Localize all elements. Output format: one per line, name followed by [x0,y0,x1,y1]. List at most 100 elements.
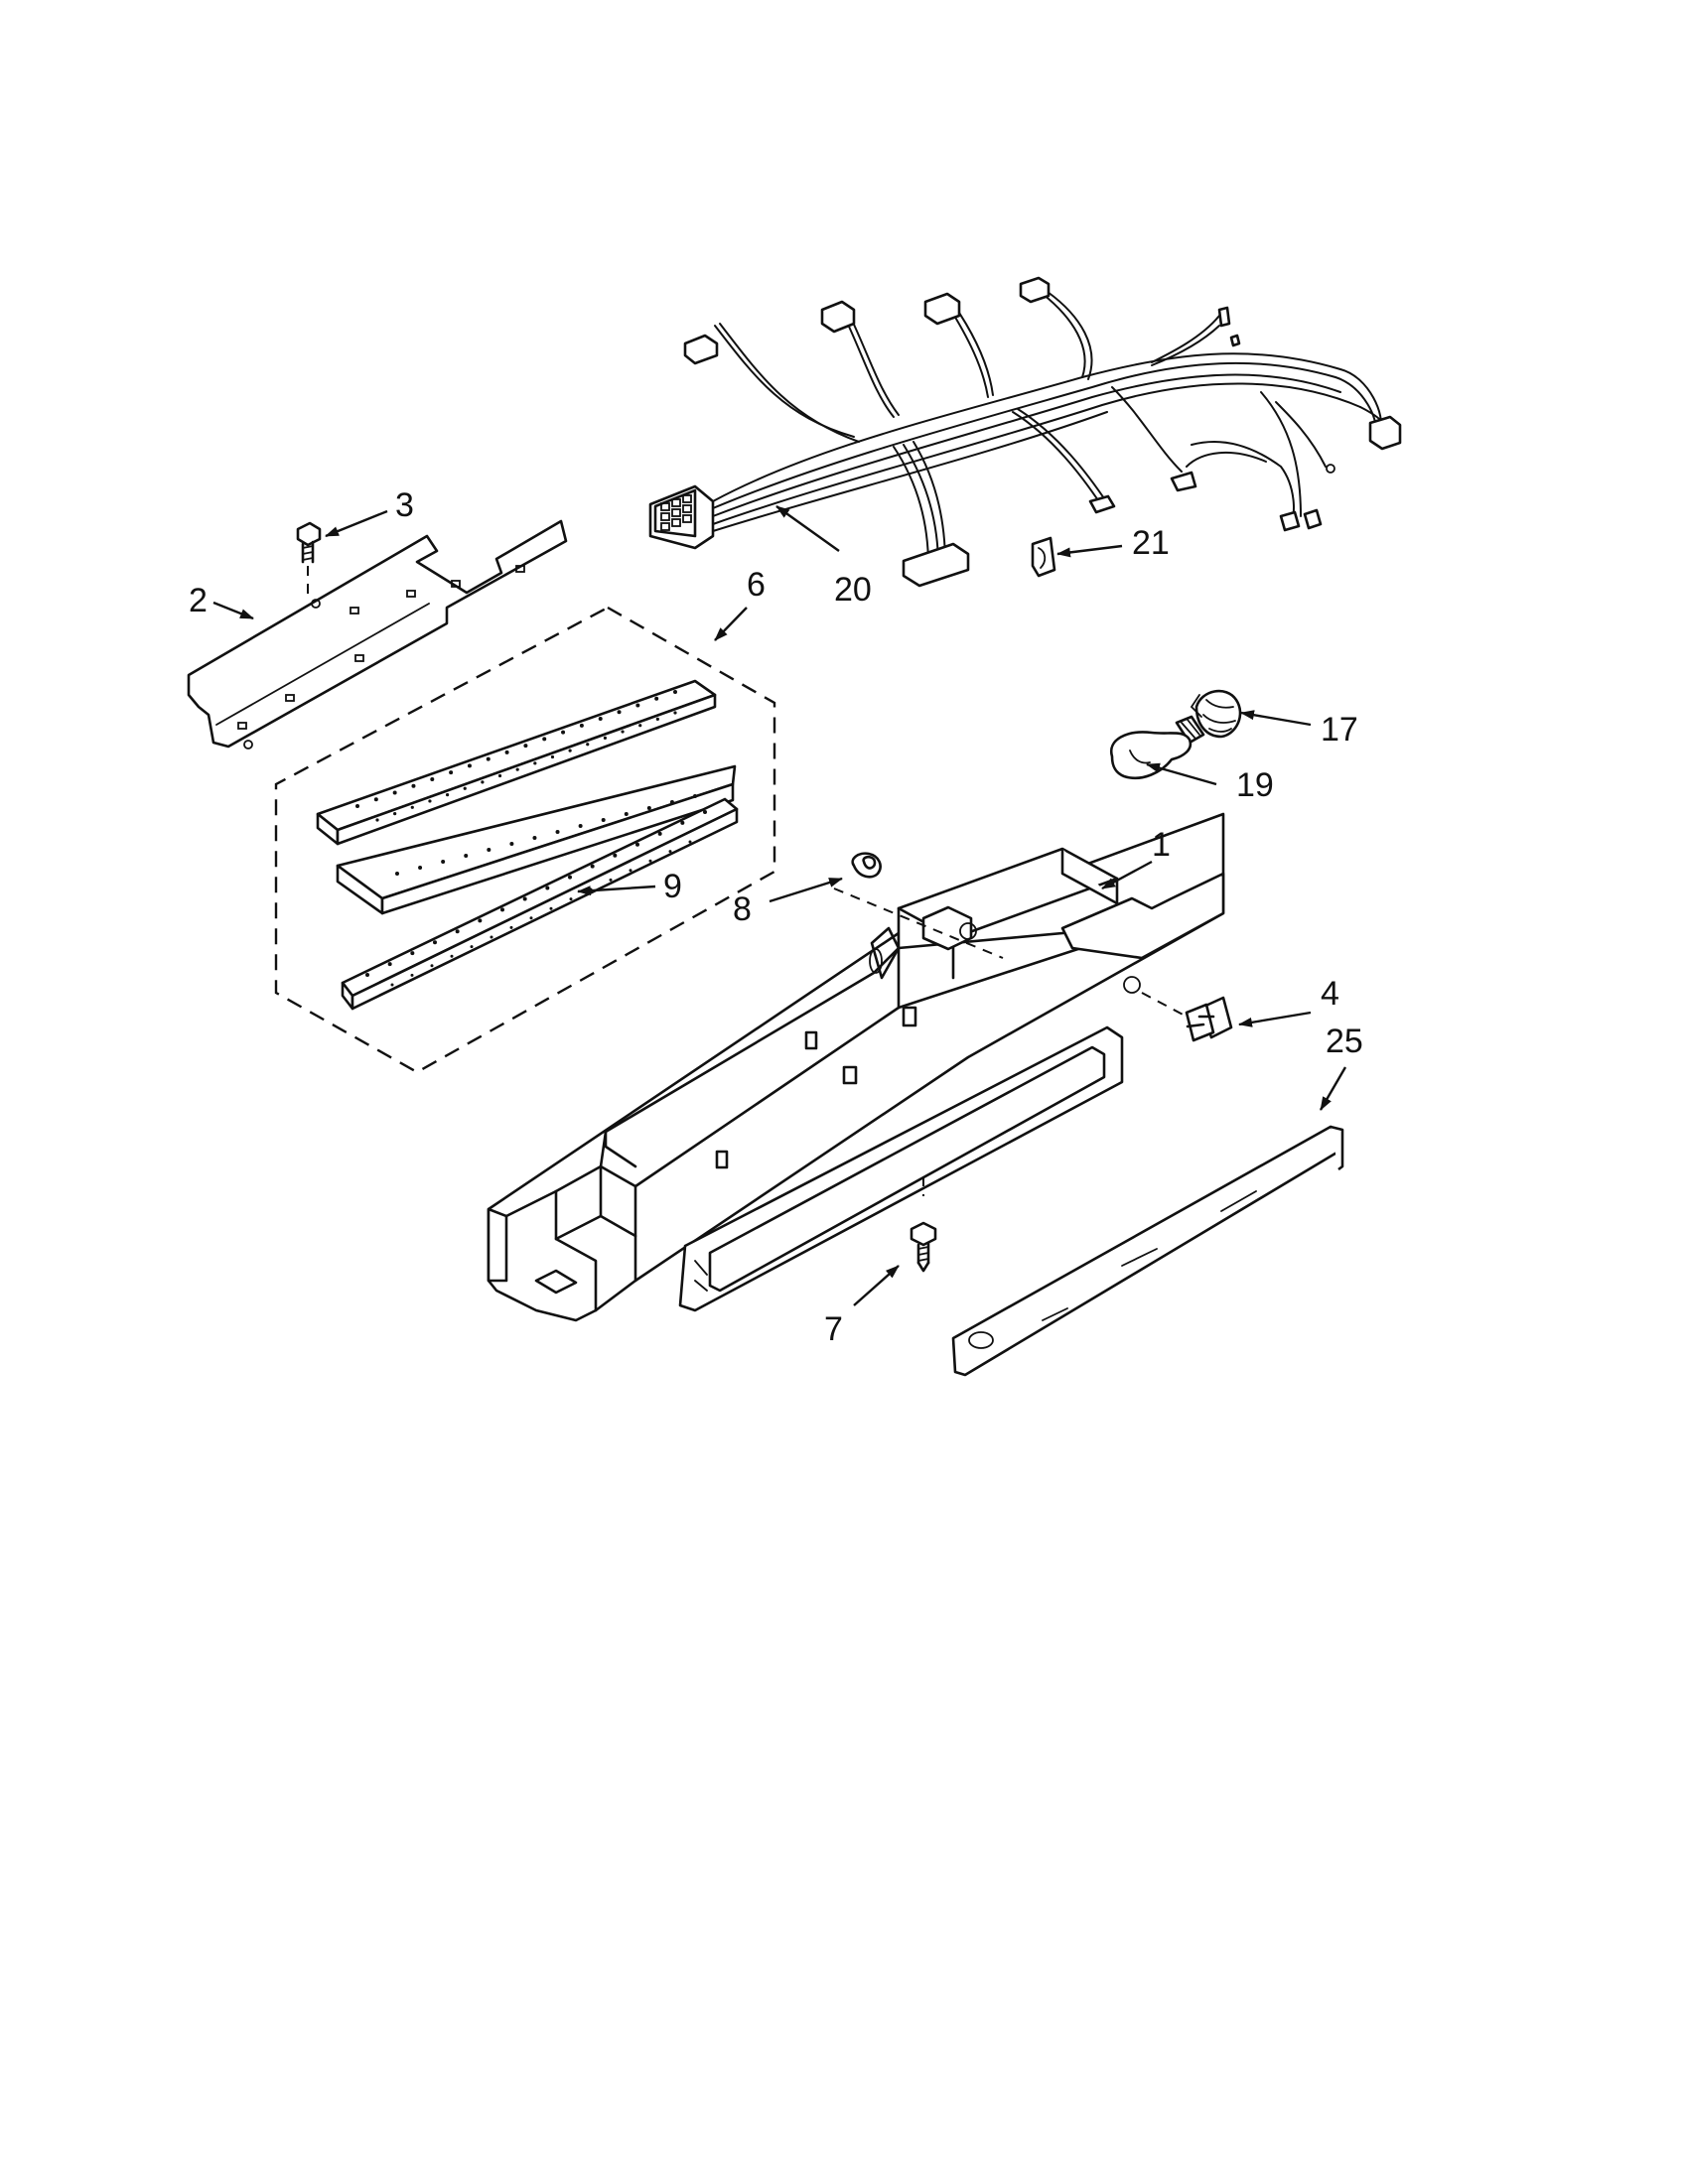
board-component [433,940,437,945]
board-component [613,853,618,858]
callout-1: 1 [1152,826,1171,864]
screw-part-7 [910,1221,937,1273]
callout-2: 2 [189,582,208,619]
board-component [410,951,415,956]
switch-part-4 [1185,996,1233,1042]
board-component [387,962,392,967]
callout-labels: 3 2 6 20 21 17 19 1 8 9 4 25 7 [189,486,1363,1348]
leader-25 [1319,1066,1347,1111]
board-component [410,973,414,977]
leader-19 [1146,762,1217,786]
board-component [522,896,527,901]
callout-19: 19 [1236,766,1274,804]
board-component [629,869,632,873]
board-component [497,773,502,778]
board-component [355,804,359,808]
board-component [635,703,640,708]
callout-7: 7 [824,1310,843,1348]
board-component [504,750,509,754]
board-component [478,918,483,923]
callout-17: 17 [1321,711,1358,749]
board-component [509,842,514,846]
screw-part-3 [296,521,322,596]
connector-pin [682,504,692,513]
board-component [542,737,547,742]
board-component [487,848,491,852]
control-overlay-part-25 [951,1125,1344,1377]
board-component [586,743,590,747]
board-component [603,736,608,741]
callout-25: 25 [1326,1023,1363,1060]
board-component [669,800,674,804]
board-component [673,711,677,715]
leader-21 [1056,544,1123,558]
board-component [411,783,416,788]
callout-20: 20 [834,571,872,609]
board-components [355,690,707,987]
connector-pin [671,508,681,517]
board-component [490,935,493,939]
board-component [365,973,369,977]
board-component [680,820,685,825]
board-component [515,767,519,771]
board-component [568,875,572,880]
board-component [464,854,469,858]
board-component [657,831,662,836]
leader-8 [769,877,843,903]
connector-pin [660,522,670,531]
board-component [621,730,625,734]
board-component [390,983,394,987]
board-component [688,840,692,844]
leader-7 [853,1265,900,1306]
board-component [463,786,467,790]
board-component [673,690,677,694]
board-component [635,842,639,847]
leader-2 [212,601,254,620]
board-component [532,836,537,840]
board-component [561,730,566,735]
board-component [550,754,555,759]
connector-pin [682,494,692,503]
board-component [392,790,397,795]
board-component [455,929,460,934]
board-component [373,797,378,802]
board-component [500,907,504,912]
board-component [428,799,432,803]
board-component [450,954,454,958]
board-component [609,878,613,882]
board-component [410,805,414,809]
connector-pin [682,514,692,523]
board-component [598,717,603,722]
leader-17 [1240,710,1312,727]
connector-pin [671,498,681,507]
board-component [568,749,572,752]
callout-3: 3 [395,486,414,524]
board-component [601,818,606,822]
callout-8: 8 [733,890,752,928]
board-component [529,916,533,920]
connector-pin [660,512,670,521]
board-component [481,780,485,784]
board-component [569,897,573,901]
clip-part-21 [1031,536,1056,578]
board-component [467,763,472,768]
board-component [555,830,560,834]
board-component [441,860,446,864]
leader-20 [775,505,840,552]
callout-21: 21 [1132,524,1170,562]
board-component [579,723,584,728]
connector-pin [660,502,670,511]
control-board-lower [341,797,739,1011]
board-component [668,850,672,854]
board-component [486,756,491,761]
board-component [470,945,474,949]
board-component [655,717,659,721]
plug-part-8 [851,852,882,879]
control-board-upper [316,679,737,915]
mounting-plate-part [187,519,568,750]
board-component [523,744,528,749]
board-component [418,866,423,870]
board-component [549,906,553,910]
board-component [654,696,659,701]
